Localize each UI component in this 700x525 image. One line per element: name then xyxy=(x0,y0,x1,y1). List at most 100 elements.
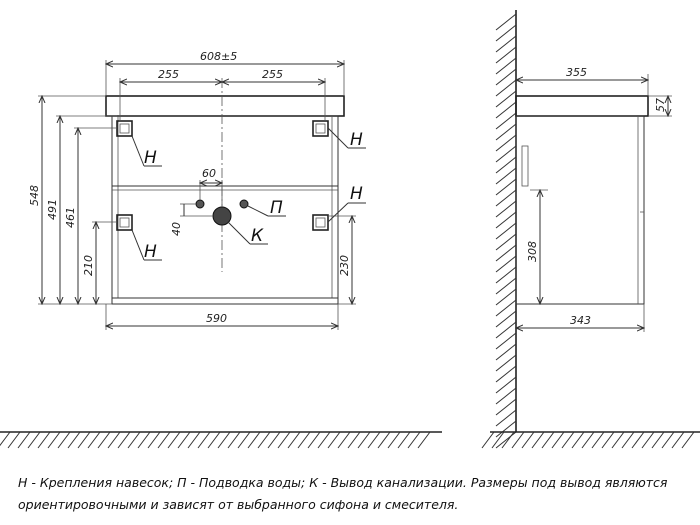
hatch-line xyxy=(127,431,141,449)
legend: Н - Крепления навесок; П - Подводка воды… xyxy=(18,472,688,516)
hatch-line xyxy=(551,431,565,449)
hatch-line xyxy=(297,431,311,449)
hatch-line xyxy=(495,354,517,372)
hatch-line xyxy=(591,431,605,449)
hatch-line xyxy=(47,431,61,449)
hatch-line xyxy=(495,277,517,295)
hatch-line xyxy=(167,431,181,449)
hatch-line xyxy=(495,332,517,350)
hatch-line xyxy=(495,244,517,262)
hatch-line xyxy=(495,288,517,306)
hatch-line xyxy=(651,431,665,449)
hatch-line xyxy=(495,123,517,141)
hatch-line xyxy=(511,431,525,449)
mount-bracket-top-right xyxy=(312,120,329,137)
hatch-line xyxy=(227,431,241,449)
hatch-line xyxy=(337,431,351,449)
dim-pipe-60: 60 xyxy=(202,167,216,180)
dim-side-depth: 355 xyxy=(566,66,587,79)
dim-bottom-width: 590 xyxy=(206,312,227,325)
dim-half-left: 255 xyxy=(158,68,179,81)
hatch-line xyxy=(347,431,361,449)
label-drain: К xyxy=(251,226,264,246)
hatch-line xyxy=(267,431,281,449)
hatch-line xyxy=(495,321,517,339)
hatch-line xyxy=(681,431,695,449)
hatch-line xyxy=(317,431,331,449)
hatch-line xyxy=(107,431,121,449)
hatch-line xyxy=(495,343,517,361)
hatch-line xyxy=(367,431,381,449)
legend-line-1: Н - Крепления навесок; П - Подводка воды… xyxy=(18,475,668,490)
label-mount-top-left: Н xyxy=(144,148,157,168)
water-inlet-right xyxy=(239,199,249,209)
hatch-line xyxy=(495,299,517,317)
dim-height-461: 461 xyxy=(64,207,77,228)
hatch-line xyxy=(495,409,517,427)
hatch-line xyxy=(541,431,555,449)
hatch-line xyxy=(495,13,517,31)
hatch-line xyxy=(397,431,411,449)
technical-drawing: 608±5 255 255 548 491 461 210 230 60 40 xyxy=(0,10,700,449)
hatch-line xyxy=(601,431,615,449)
hatch-line xyxy=(495,112,517,130)
mount-bracket-top-left xyxy=(116,120,133,137)
floor-hatch-side xyxy=(481,431,695,449)
wall-hatch xyxy=(495,13,517,449)
hatch-line xyxy=(495,101,517,119)
hatch-line xyxy=(521,431,535,449)
hatch-line xyxy=(495,431,517,449)
hatch-line xyxy=(495,189,517,207)
front-floor xyxy=(0,431,442,449)
hatch-line xyxy=(641,431,655,449)
hatch-line xyxy=(237,431,251,449)
label-mount-bottom-right: Н xyxy=(350,184,363,204)
hatch-line xyxy=(257,431,271,449)
hatch-line xyxy=(67,431,81,449)
label-mount-top-right: Н xyxy=(350,130,363,150)
hatch-line xyxy=(177,431,191,449)
hatch-line xyxy=(77,431,91,449)
hatch-line xyxy=(217,431,231,449)
label-mount-bottom-left: Н xyxy=(144,242,157,262)
hatch-line xyxy=(495,145,517,163)
front-countertop xyxy=(105,95,345,117)
dim-side-height: 308 xyxy=(526,241,539,262)
hatch-line xyxy=(495,68,517,86)
hatch-line xyxy=(495,255,517,273)
hatch-line xyxy=(481,431,495,449)
hatch-line xyxy=(7,431,21,449)
hatch-line xyxy=(495,387,517,405)
hatch-line xyxy=(17,431,31,449)
hatch-line xyxy=(157,431,171,449)
side-countertop xyxy=(515,95,649,117)
hatch-line xyxy=(387,431,401,449)
hatch-line xyxy=(357,431,371,449)
hatch-line xyxy=(491,431,505,449)
hatch-line xyxy=(495,90,517,108)
dim-side-bottom-depth: 343 xyxy=(570,314,591,327)
hatch-line xyxy=(97,431,111,449)
mount-bracket-bottom-right xyxy=(312,214,329,231)
hatch-line xyxy=(495,233,517,251)
hatch-line xyxy=(661,431,675,449)
hatch-line xyxy=(671,431,685,449)
side-cabinet-body xyxy=(515,115,645,305)
hatch-line xyxy=(495,310,517,328)
hatch-line xyxy=(57,431,71,449)
hatch-line xyxy=(495,200,517,218)
hatch-line xyxy=(307,431,321,449)
hatch-line xyxy=(0,431,11,447)
hatch-line xyxy=(531,431,545,449)
label-water: П xyxy=(270,198,283,218)
hatch-line xyxy=(495,24,517,42)
hatch-line xyxy=(495,35,517,53)
hatch-line xyxy=(197,431,211,449)
hatch-line xyxy=(117,431,131,449)
hatch-line xyxy=(277,431,291,449)
hatch-line xyxy=(495,79,517,97)
hatch-line xyxy=(247,431,261,449)
hatch-line xyxy=(87,431,101,449)
dim-height-548: 548 xyxy=(28,185,41,206)
dim-overall-width: 608±5 xyxy=(200,50,237,63)
